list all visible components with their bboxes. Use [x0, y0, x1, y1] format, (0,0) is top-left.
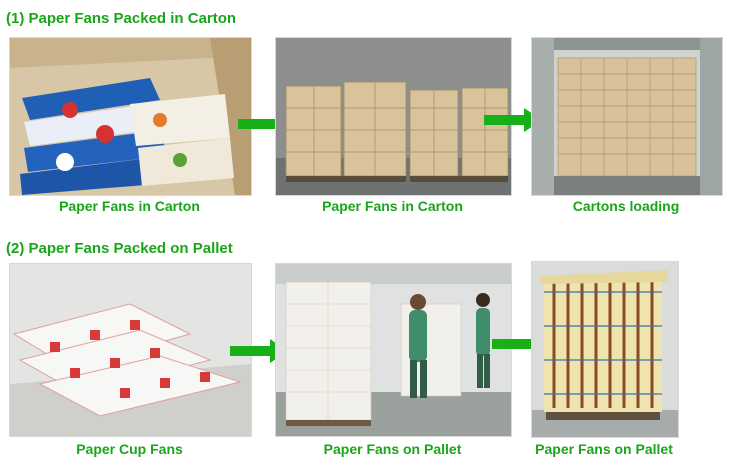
photo-wrapped-pallet	[531, 261, 679, 438]
section-title-carton: (1) Paper Fans Packed in Carton	[6, 10, 237, 27]
caption-fans-in-carton: Paper Fans in Carton	[59, 198, 200, 214]
caption-fans-on-pallet-wrapped: Paper Fans on Pallet	[535, 441, 673, 457]
caption-fans-on-pallet: Paper Fans on Pallet	[323, 441, 462, 457]
caption-paper-cup-fans: Paper Cup Fans	[76, 441, 183, 457]
photo-fans-in-carton	[9, 37, 252, 196]
caption-fans-in-carton-warehouse: Paper Fans in Carton	[322, 198, 463, 214]
photo-cartons-warehouse	[275, 37, 512, 196]
right-arrow-icon	[484, 108, 542, 132]
caption-cartons-loading: Cartons loading	[572, 198, 680, 214]
section-title-pallet: (2) Paper Fans Packed on Pallet	[6, 240, 233, 257]
right-arrow-icon	[230, 339, 288, 363]
photo-fans-on-pallet-workers	[275, 263, 512, 437]
photo-paper-cup-fans	[9, 263, 252, 437]
photo-container-loading	[531, 37, 723, 196]
